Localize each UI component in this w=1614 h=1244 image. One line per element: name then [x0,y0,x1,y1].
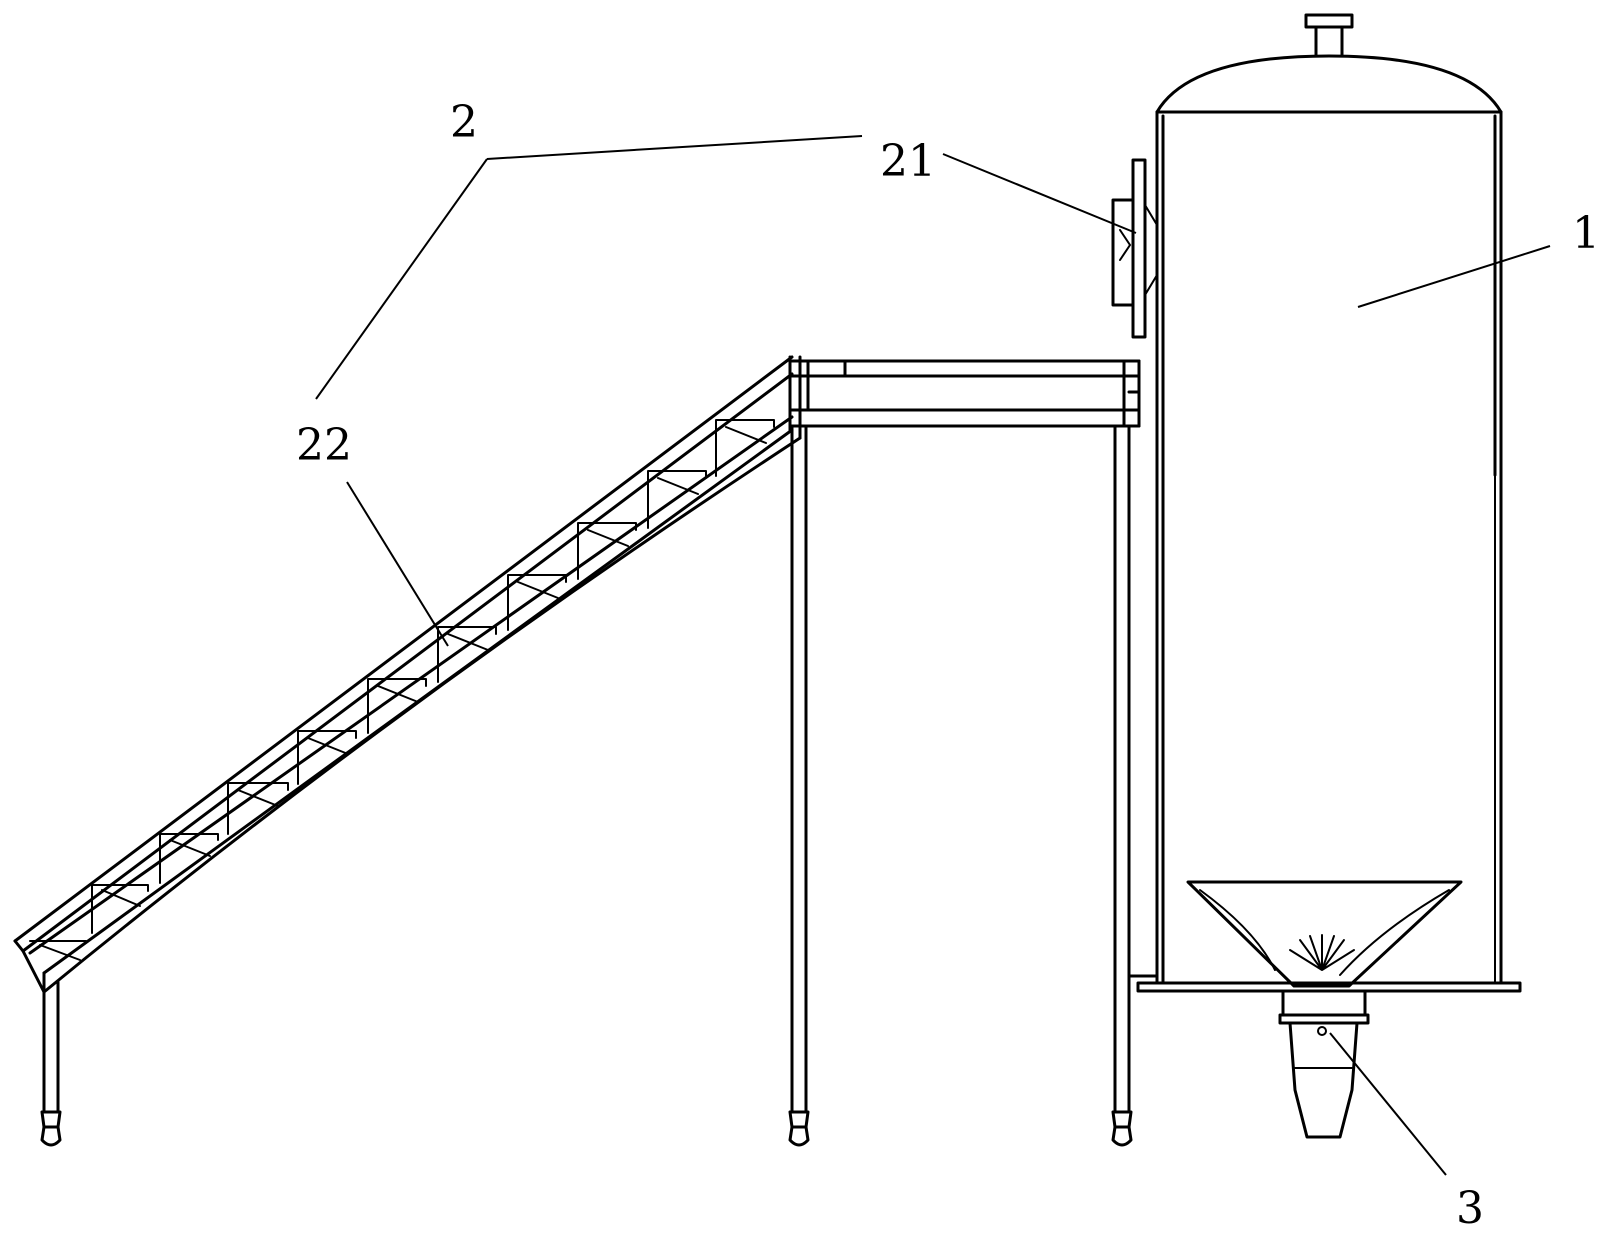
leader-conveyor-top [486,135,863,160]
label-motor: 21 [880,136,936,187]
truss-bottom-chord-curve [42,436,802,994]
pump-bolt [1317,1026,1327,1036]
motor-mount-plate [1131,158,1147,339]
label-pump: 3 [1456,1183,1484,1234]
pump-coupling [1281,989,1367,1017]
left-leg [790,424,808,1114]
tank [1136,13,1522,993]
tank-base [1136,981,1522,993]
conveyor-leg-caster [40,1125,62,1147]
motor-assembly [1111,158,1158,339]
tank-top-nozzle [1314,25,1344,58]
pump-body [1288,1021,1359,1139]
leader-truss [346,481,449,647]
right-leg-foot [1111,1110,1133,1129]
conveyor-leg [42,980,60,1114]
truss-middle-chord [28,415,794,955]
truss-top-chord-inner [21,372,794,953]
label-conveyor: 2 [450,97,478,148]
conveyor-leg-foot [40,1110,62,1129]
leader-tank [1357,245,1551,308]
tank-left-wall [1155,110,1165,985]
conveyor-lower-end [13,939,46,994]
agitator-blades [1289,934,1355,971]
left-leg-foot [788,1110,810,1129]
tank-dome [1155,54,1503,114]
left-leg-caster [788,1125,810,1147]
tank-top-flange [1304,13,1354,29]
right-leg-caster [1111,1125,1133,1147]
truss-web [29,419,775,961]
motor-details [1119,204,1158,296]
leader-pump [1329,1032,1447,1176]
right-leg [1113,424,1131,1114]
conveyor-upper-end [788,355,802,440]
frame-tank-link [1127,390,1159,978]
truss-top-chord [13,355,794,943]
label-truss: 22 [296,420,352,471]
hopper-inner-lines [1199,889,1450,976]
motor-housing [1111,198,1135,307]
hopper-cone [1186,880,1463,988]
tank-right-wall [1493,110,1503,985]
platform-ribs [806,359,847,412]
inclined-conveyor [13,355,802,1147]
leader-conveyor-left [315,158,488,400]
label-tank: 1 [1572,208,1600,259]
pump [1278,989,1370,1139]
leader-lines [315,135,1551,1176]
leader-motor [942,153,1137,234]
platform-frame [788,359,1159,1147]
